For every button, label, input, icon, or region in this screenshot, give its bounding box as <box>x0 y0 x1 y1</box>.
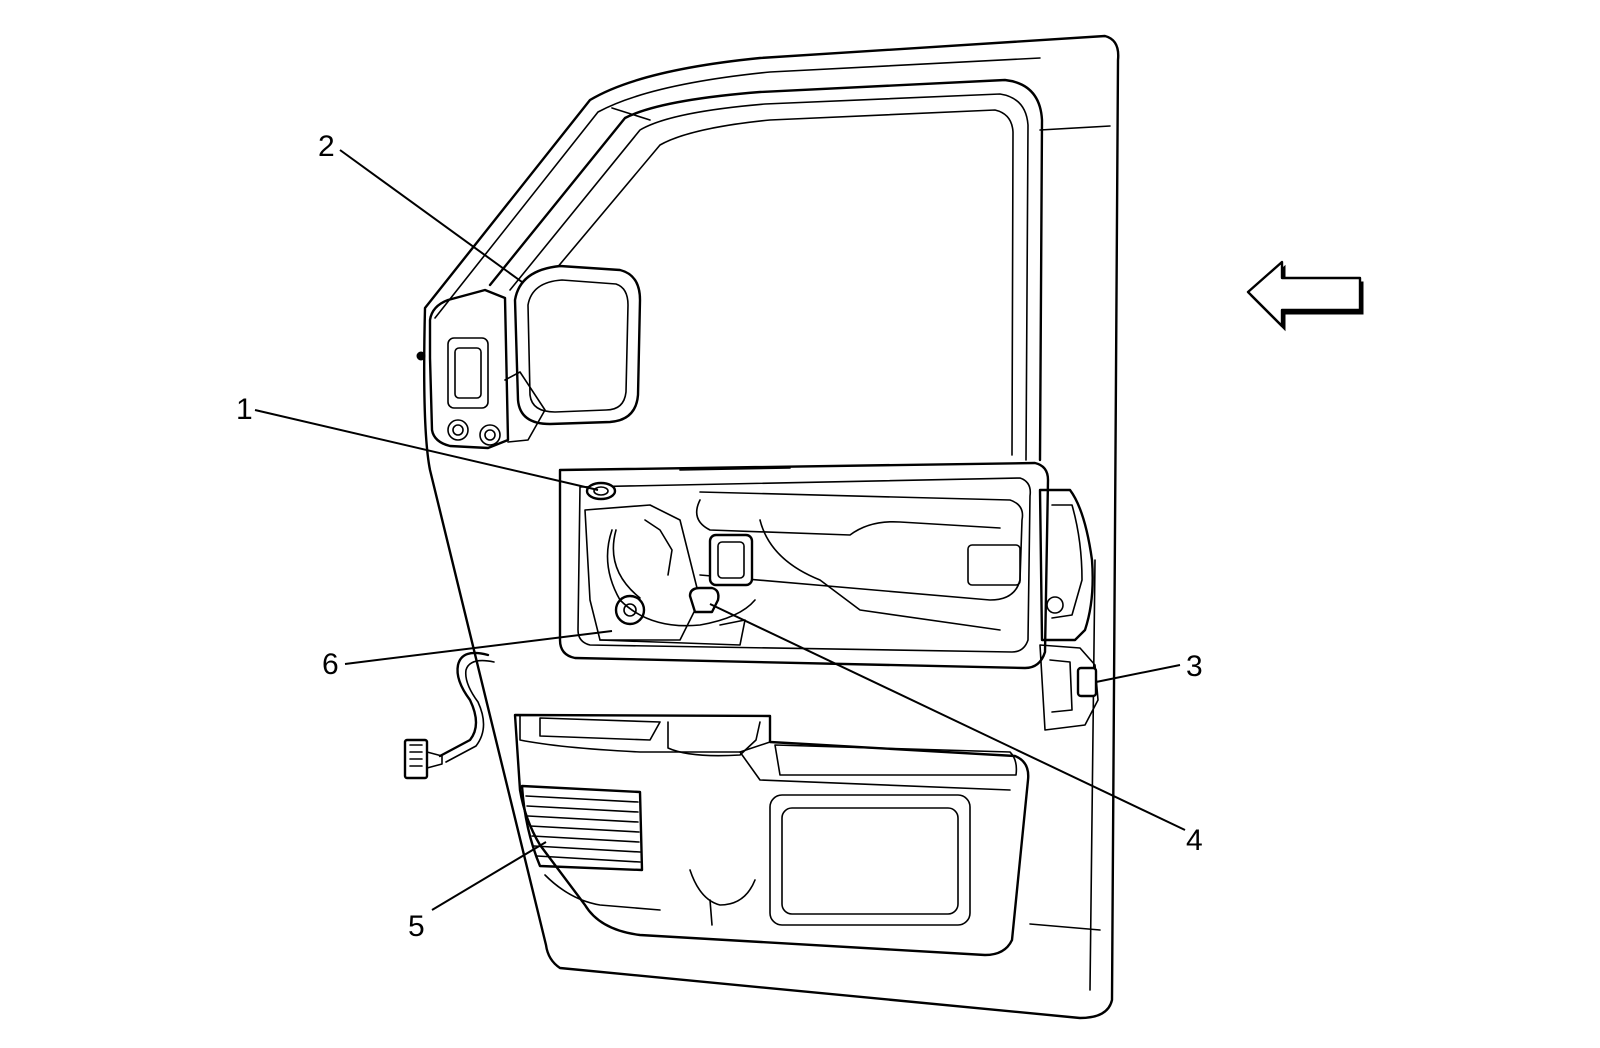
leader-6 <box>344 630 613 665</box>
outside-rearview-mirror <box>416 264 642 450</box>
door-latch-assembly <box>1038 488 1099 731</box>
leader-4 <box>709 603 1186 831</box>
callout-6: 6 <box>322 648 339 681</box>
callout-1: 1 <box>236 393 253 426</box>
callout-3: 3 <box>1186 650 1203 683</box>
callout-leaders <box>254 149 1186 911</box>
leader-2 <box>339 149 523 283</box>
speaker-grille <box>520 784 644 872</box>
callout-4: 4 <box>1186 824 1203 857</box>
callout-2: 2 <box>318 130 335 163</box>
window-regulator-assembly <box>584 481 756 646</box>
door-trim-lower-panel <box>513 713 1030 957</box>
leader-5 <box>431 841 547 911</box>
door-wiring-harness <box>403 651 495 780</box>
leader-3 <box>1095 664 1181 683</box>
door-shell <box>422 34 1120 1020</box>
direction-arrow <box>1246 260 1364 332</box>
door-trim-upper <box>558 461 1050 670</box>
leader-1 <box>254 409 599 491</box>
callout-5: 5 <box>408 910 425 943</box>
